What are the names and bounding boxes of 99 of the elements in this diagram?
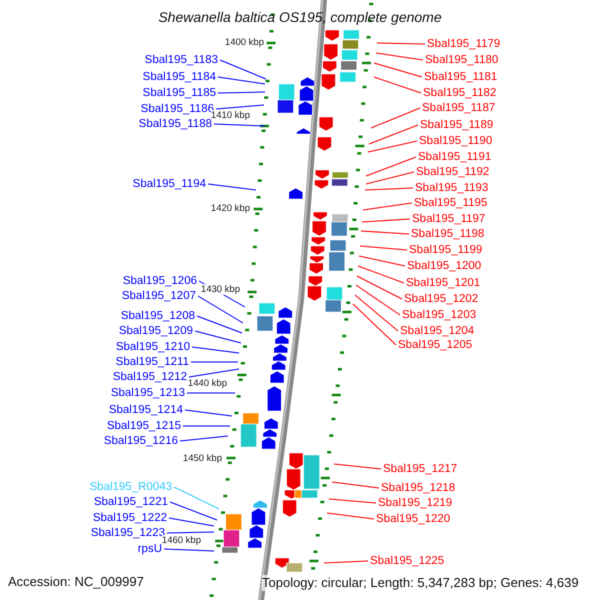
gene-label: Sbal195_1212 (112, 370, 187, 384)
gene-label: rpsU (138, 542, 162, 556)
leader-line (376, 42, 426, 44)
gene-label: Sbal195_1194 (132, 177, 206, 191)
leader-line (358, 266, 404, 284)
leader-line (188, 368, 240, 378)
leader-line (352, 304, 396, 346)
gene-label: Sbal195_R0043 (90, 480, 172, 494)
leader-line (174, 486, 220, 510)
gene-label: Sbal195_1209 (118, 324, 193, 338)
leader-line (374, 62, 422, 78)
leader-line (366, 156, 416, 176)
gene-label: Sbal195_1199 (409, 243, 482, 257)
leader-line (362, 218, 410, 222)
gene-label: Sbal195_1179 (427, 37, 500, 51)
leader-line (324, 560, 368, 564)
gene-label: Sbal195_1216 (104, 434, 178, 448)
scale-label: 1430 kbp (200, 284, 240, 295)
gene-label: Sbal195_1218 (381, 481, 456, 495)
leader-line (170, 502, 218, 520)
leader-line (358, 256, 406, 266)
gene-label: Sbal195_1203 (402, 308, 476, 322)
gene-label: Sbal195_1201 (406, 276, 480, 290)
scale-label: 1420 kbp (210, 203, 250, 214)
gene-label: Sbal195_1225 (370, 554, 444, 568)
leader-line (220, 60, 266, 80)
leader-line (328, 498, 376, 504)
leader-line (208, 184, 256, 190)
gene-label: Sbal195_1217 (383, 462, 458, 476)
leader-line (218, 92, 266, 94)
footer-text: Topology: circular; Length: 5,347,283 bp; Genes: 4,639 (262, 575, 579, 591)
leader-line (356, 284, 400, 316)
gene-label: Sbal195_1206 (122, 274, 197, 288)
gene-label: Sbal195_1181 (424, 70, 498, 84)
gene-label: Sbal195_1202 (404, 292, 478, 306)
leader-line (370, 108, 420, 128)
leader-line (362, 202, 412, 210)
gene-label: Sbal195_1191 (418, 150, 492, 164)
gene-label: Sbal195_1211 (116, 355, 189, 369)
gene-label: Sbal195_1221 (94, 495, 168, 509)
leader-line (194, 330, 242, 344)
scale-label: 1400 kbp (224, 37, 264, 48)
leader-line (368, 124, 418, 144)
gene-label: Sbal195_1197 (412, 212, 486, 226)
leader-line (354, 294, 398, 332)
leader-line (164, 548, 214, 552)
footer-text: Accession: NC_009997 (8, 574, 144, 590)
scale-label: 1450 kbp (182, 453, 222, 464)
leader-line (198, 296, 244, 324)
gene-label: Sbal195_1195 (414, 196, 488, 210)
leader-line (168, 518, 214, 526)
leader-line (368, 140, 418, 152)
gene-label: Sbal195_1198 (411, 227, 484, 241)
leader-line (356, 276, 402, 300)
scale-label: 1440 kbp (188, 378, 227, 389)
leader-line (218, 76, 266, 84)
gene-label: Sbal195_1185 (142, 86, 216, 100)
leader-line (374, 76, 422, 94)
gene-label: Sbal195_1220 (376, 512, 450, 526)
gene-label: Sbal195_1190 (419, 134, 492, 148)
gene-label: Sbal195_1187 (422, 101, 496, 115)
title: Shewanella baltica OS195, complete genome (157, 9, 443, 25)
gene-label: Sbal195_1184 (142, 70, 216, 84)
gene-label: Sbal195_1210 (116, 340, 190, 354)
leader-line (366, 172, 414, 184)
gene-label: Sbal195_1182 (423, 86, 496, 100)
scale-label: 1410 kbp (210, 110, 250, 121)
leader-line (192, 346, 240, 354)
leader-line (166, 532, 214, 534)
gene-label: Sbal195_1204 (400, 324, 474, 338)
leader-line (334, 464, 382, 470)
gene-label: Sbal195_1215 (106, 419, 181, 433)
leader-line (196, 316, 242, 334)
leader-line (376, 52, 424, 60)
gene-label: Sbal195_1180 (425, 53, 498, 67)
gene-label: Sbal195_1219 (378, 496, 452, 510)
leader-line (216, 104, 264, 110)
leader-line (186, 392, 236, 394)
gene-label: Sbal195_1200 (407, 259, 482, 273)
leader-line (360, 246, 408, 250)
gene-label: Sbal195_1213 (110, 386, 185, 400)
leader-line (214, 124, 266, 126)
gene-label: Sbal195_1207 (122, 289, 196, 303)
gene-label: Sbal195_1183 (144, 53, 218, 67)
gene-label: Sbal195_1193 (415, 181, 488, 195)
gene-label: Sbal195_1214 (108, 403, 183, 417)
leader-line (180, 436, 228, 442)
leader-line (364, 188, 414, 190)
gene-label: Sbal195_1208 (120, 309, 195, 323)
gene-label: Sbal195_1192 (416, 165, 490, 179)
gene-label: Sbal195_1222 (92, 511, 167, 525)
leader-line (326, 512, 374, 520)
leader-line (184, 410, 232, 416)
gene-label: Sbal195_1188 (138, 117, 212, 131)
gene-label: Sbal195_1189 (420, 118, 494, 132)
leader-line (360, 230, 410, 234)
gene-label: Sbal195_1205 (398, 338, 472, 352)
scale-label: 1460 kbp (162, 535, 201, 546)
leader-line (332, 482, 380, 488)
